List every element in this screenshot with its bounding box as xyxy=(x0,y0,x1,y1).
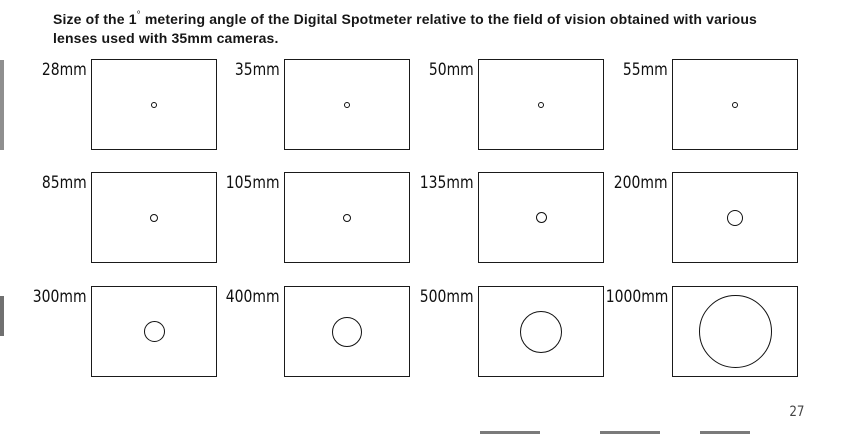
lens-focal-length-label: 135mm xyxy=(420,173,474,193)
field-of-view-frame xyxy=(672,172,798,263)
lens-focal-length-label: 28mm xyxy=(42,60,87,80)
caption-text-start: Size of the 1 xyxy=(53,11,137,27)
lens-focal-length-label: 500mm xyxy=(420,287,474,307)
lens-focal-length-label: 300mm xyxy=(33,287,87,307)
lens-focal-length-label: 1000mm xyxy=(605,287,668,307)
metering-spot-circle xyxy=(536,212,547,223)
field-of-view-frame xyxy=(672,286,798,377)
figure-caption: Size of the 1° metering angle of the Dig… xyxy=(53,6,843,48)
field-of-view-frame xyxy=(284,286,410,377)
metering-spot-circle xyxy=(150,214,158,222)
page-number: 27 xyxy=(790,404,805,420)
field-of-view-frame xyxy=(91,286,217,377)
lens-focal-length-label: 200mm xyxy=(614,173,668,193)
metering-spot-circle xyxy=(332,317,362,347)
caption-text-end: metering angle of the Digital Spotmeter … xyxy=(141,11,757,27)
field-of-view-frame xyxy=(91,172,217,263)
scan-edge-mark xyxy=(0,296,4,336)
lens-focal-length-label: 400mm xyxy=(226,287,280,307)
lens-focal-length-label: 35mm xyxy=(235,60,280,80)
scan-bottom-mark xyxy=(700,431,750,434)
field-of-view-frame xyxy=(284,172,410,263)
metering-spot-circle xyxy=(699,295,772,368)
field-of-view-frame xyxy=(672,59,798,150)
metering-spot-circle xyxy=(520,311,562,353)
metering-spot-circle xyxy=(344,102,350,108)
lens-focal-length-label: 55mm xyxy=(623,60,668,80)
metering-spot-circle xyxy=(144,321,165,342)
scan-bottom-mark xyxy=(480,431,540,434)
metering-spot-circle xyxy=(727,210,743,226)
metering-spot-circle xyxy=(343,214,351,222)
scan-edge-mark xyxy=(0,60,4,150)
metering-spot-circle xyxy=(538,102,544,108)
lens-focal-length-label: 50mm xyxy=(429,60,474,80)
field-of-view-frame xyxy=(478,286,604,377)
metering-spot-circle xyxy=(732,102,738,108)
lens-focal-length-label: 105mm xyxy=(226,173,280,193)
metering-spot-circle xyxy=(151,102,157,108)
caption-line-2: lenses used with 35mm cameras. xyxy=(53,30,279,46)
lens-focal-length-label: 85mm xyxy=(42,173,87,193)
field-of-view-frame xyxy=(284,59,410,150)
field-of-view-frame xyxy=(478,172,604,263)
field-of-view-frame xyxy=(91,59,217,150)
field-of-view-frame xyxy=(478,59,604,150)
scan-bottom-mark xyxy=(600,431,660,434)
